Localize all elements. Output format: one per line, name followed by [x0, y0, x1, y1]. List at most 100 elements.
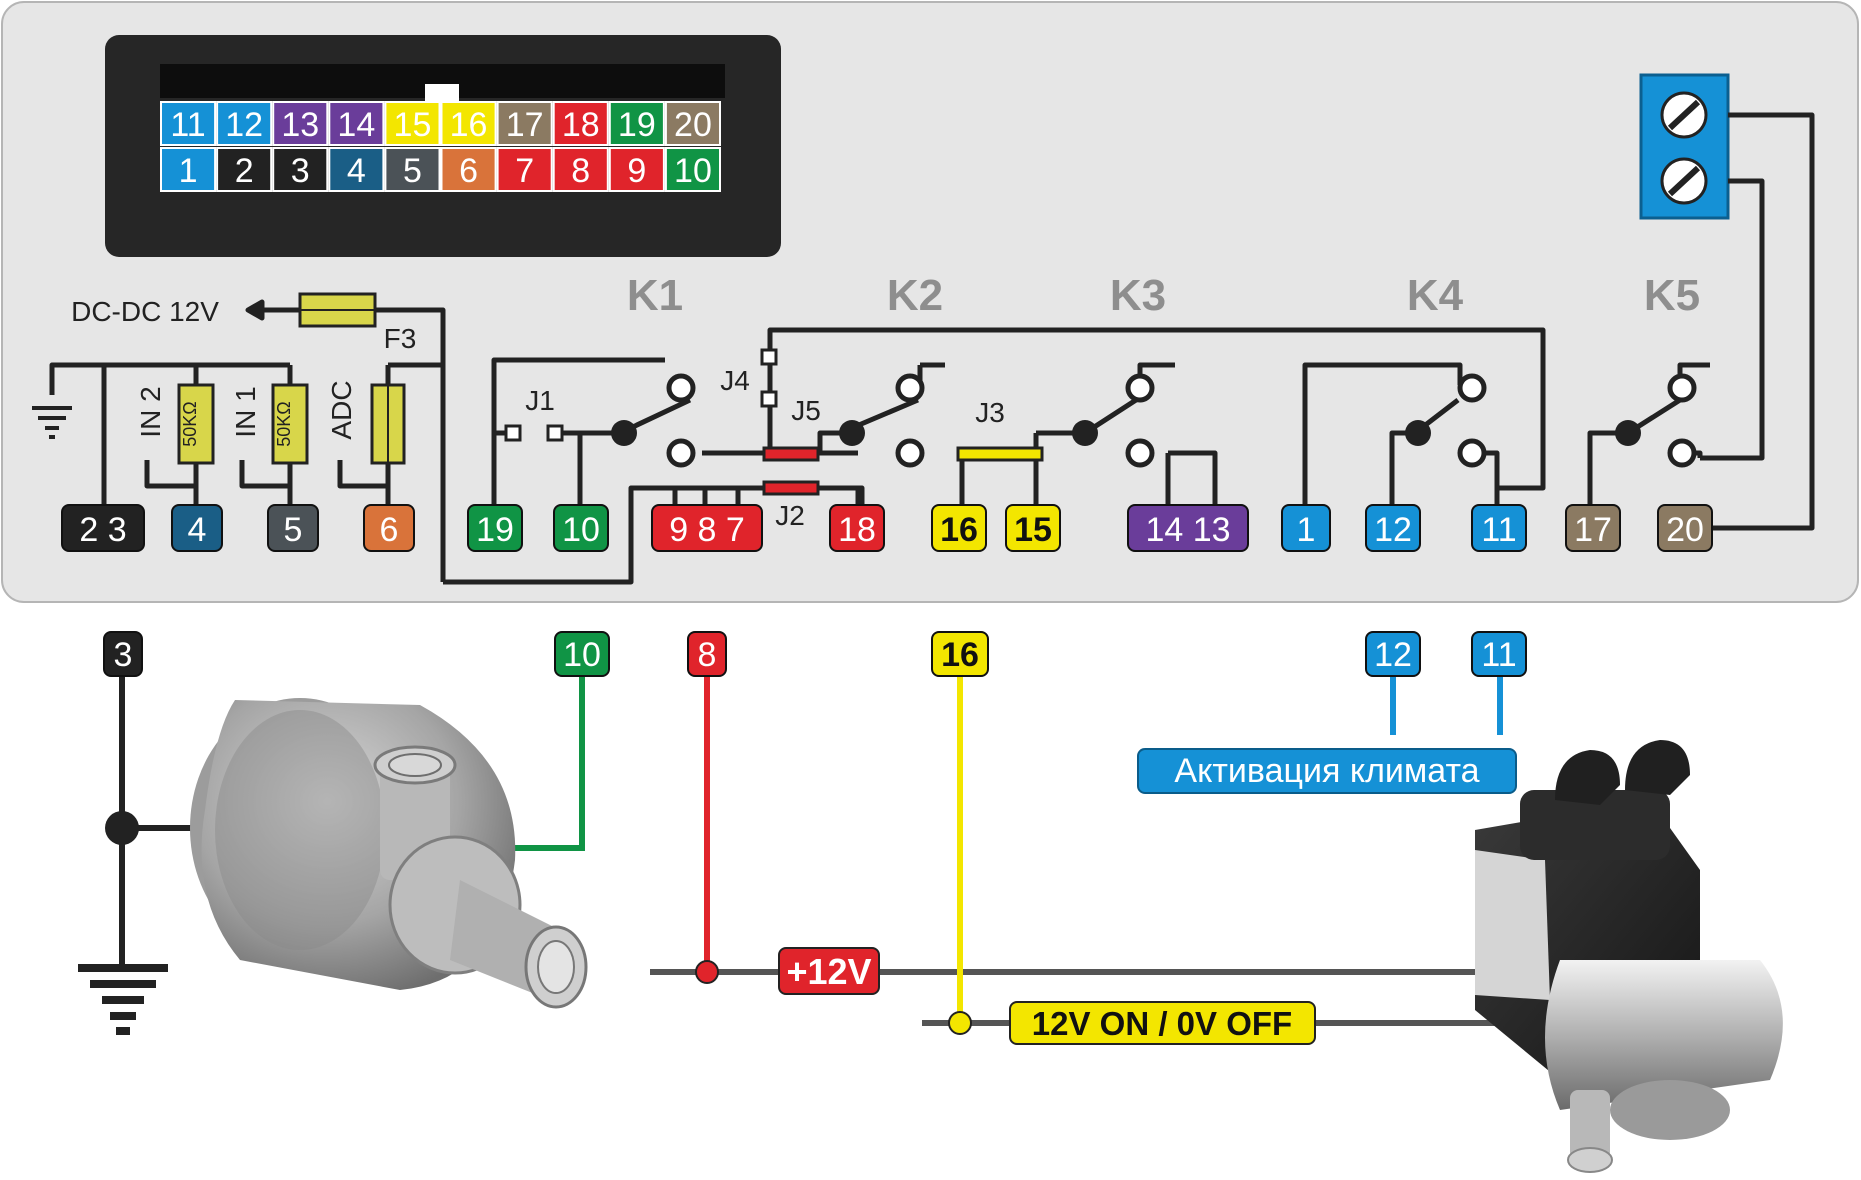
relay-k4-label: K4 — [1407, 271, 1464, 320]
svg-text:8: 8 — [571, 152, 590, 190]
svg-text:17: 17 — [506, 106, 544, 144]
pin-badge-12: 12 — [1365, 504, 1421, 552]
svg-text:5: 5 — [284, 511, 303, 549]
relay-pivots — [611, 420, 1641, 446]
connector-pin-2: 2 — [216, 147, 273, 192]
connector-pin-18: 18 — [552, 101, 609, 146]
svg-text:10: 10 — [562, 511, 600, 549]
jumper-j3 — [956, 446, 1044, 462]
relay-k3-label: K3 — [1110, 271, 1166, 320]
pin-badge-11: 11 — [1471, 504, 1527, 552]
resistor-in1: 50KΩ — [271, 383, 309, 465]
wire-badge-11: 11 — [1471, 631, 1527, 677]
svg-text:6: 6 — [380, 511, 399, 549]
wire-badge-12: 12 — [1365, 631, 1421, 677]
connector-pin-4: 4 — [328, 147, 385, 192]
svg-text:50KΩ: 50KΩ — [180, 401, 200, 446]
screw-terminal — [1639, 73, 1730, 220]
connector-pin-3: 3 — [272, 147, 329, 192]
dcdc-label: DC-DC 12V — [71, 296, 219, 327]
connector-pin-12: 12 — [216, 101, 273, 146]
ground-icon-bottom — [78, 964, 168, 1035]
pin-badge-17: 17 — [1565, 504, 1621, 552]
in2-label: IN 2 — [135, 386, 166, 437]
svg-text:8: 8 — [698, 636, 717, 674]
jumper-j3-label: J3 — [975, 397, 1005, 428]
svg-text:7: 7 — [515, 152, 534, 190]
svg-text:20: 20 — [1666, 511, 1704, 549]
pin-badge-23: 2 3 — [61, 504, 145, 552]
svg-text:9 8 7: 9 8 7 — [669, 511, 745, 549]
in1-label: IN 1 — [230, 386, 261, 437]
svg-text:6: 6 — [459, 152, 478, 190]
svg-text:16: 16 — [941, 636, 979, 674]
jumper-j1 — [504, 424, 564, 442]
svg-text:12: 12 — [1374, 636, 1412, 674]
connector-pin-6: 6 — [440, 147, 497, 192]
svg-text:9: 9 — [627, 152, 646, 190]
pin-badge-1413: 14 13 — [1127, 504, 1249, 552]
pin-badge-1: 1 — [1281, 504, 1331, 552]
svg-text:16: 16 — [940, 511, 978, 549]
wire-badge-10: 10 — [554, 631, 610, 677]
svg-text:15: 15 — [394, 106, 432, 144]
adc-label: ADC — [326, 380, 357, 439]
onoff-label: 12V ON / 0V OFF — [1009, 1001, 1316, 1045]
connector-pin-9: 9 — [608, 147, 665, 192]
svg-text:2: 2 — [235, 152, 254, 190]
svg-text:15: 15 — [1014, 511, 1052, 549]
svg-text:4: 4 — [188, 511, 207, 549]
jumper-j1-label: J1 — [525, 385, 555, 416]
svg-text:3: 3 — [114, 636, 133, 674]
jumper-j2-label: J2 — [775, 500, 805, 531]
connector-pin-13: 13 — [272, 101, 329, 146]
signal-junction — [948, 1011, 972, 1035]
relay-k1-label: K1 — [627, 271, 683, 320]
svg-text:2 3: 2 3 — [79, 511, 126, 549]
svg-text:50KΩ: 50KΩ — [274, 401, 294, 446]
fuse-label: F3 — [384, 323, 417, 354]
wire-badge-3: 3 — [103, 631, 143, 677]
jumper-j2-j5 — [762, 446, 820, 496]
pin-badge-19: 19 — [467, 504, 523, 552]
svg-text:3: 3 — [291, 152, 310, 190]
connector-pin-20: 20 — [664, 101, 722, 146]
plus12v-label: +12V — [778, 947, 880, 995]
connector-pin-17: 17 — [496, 101, 553, 146]
pin-badge-987: 9 8 7 — [651, 504, 763, 552]
svg-text:18: 18 — [562, 106, 600, 144]
ground-icon — [32, 406, 72, 439]
jumper-j4 — [760, 348, 778, 408]
water-pump-image — [190, 698, 588, 1009]
connector-pin-19: 19 — [608, 101, 665, 146]
svg-text:1: 1 — [179, 152, 198, 190]
relay-k2-label: K2 — [887, 271, 943, 320]
relay-contacts — [666, 373, 1697, 468]
svg-text:13: 13 — [281, 106, 319, 144]
wire-badge-16: 16 — [931, 631, 989, 677]
plus12-junction — [695, 960, 719, 984]
svg-text:17: 17 — [1574, 511, 1612, 549]
connector-pin-5: 5 — [384, 147, 441, 192]
pin-badge-15: 15 — [1005, 504, 1061, 552]
relay-k5-label: K5 — [1644, 271, 1700, 320]
svg-text:10: 10 — [674, 152, 712, 190]
svg-text:19: 19 — [476, 511, 514, 549]
svg-text:5: 5 — [403, 152, 422, 190]
climate-label: Активация климата — [1137, 748, 1517, 794]
svg-text:+12V: +12V — [786, 951, 871, 992]
pin-badge-16: 16 — [931, 504, 987, 552]
jumper-j4-label: J4 — [720, 365, 750, 396]
pin-badge-4: 4 — [171, 504, 223, 552]
connector-pin-11: 11 — [160, 101, 217, 146]
svg-text:12V ON / 0V OFF: 12V ON / 0V OFF — [1032, 1005, 1292, 1042]
connector-pin-16: 16 — [440, 101, 497, 146]
svg-text:Активация климата: Активация климата — [1174, 752, 1479, 790]
svg-text:1: 1 — [1297, 511, 1316, 549]
connector-pin-14: 14 — [328, 101, 385, 146]
connector-pin-10: 10 — [664, 147, 722, 192]
svg-text:12: 12 — [1374, 511, 1412, 549]
svg-text:19: 19 — [618, 106, 656, 144]
connector-pin-7: 7 — [496, 147, 553, 192]
